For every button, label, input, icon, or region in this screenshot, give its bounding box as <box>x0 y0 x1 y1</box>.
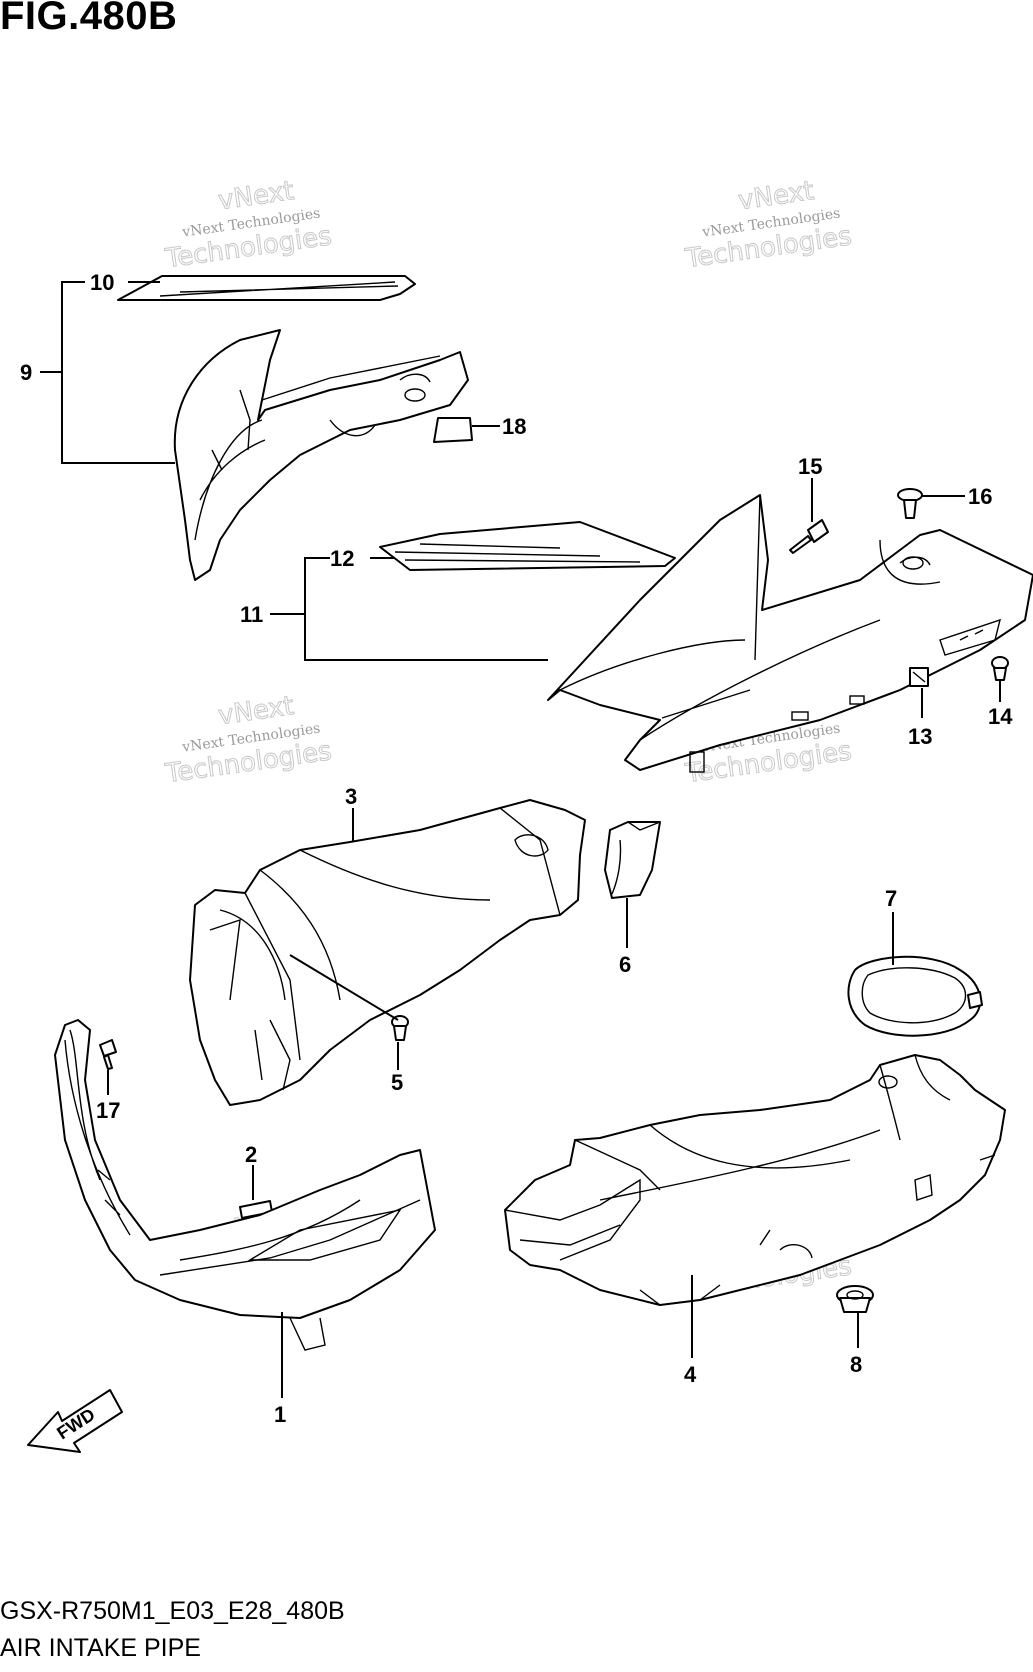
leader-5 <box>289 954 399 1070</box>
part-14-rivet[interactable] <box>991 656 1009 681</box>
part-15-screw[interactable] <box>789 519 829 554</box>
parts-diagram: vNext Technologies vNext Technologies vN… <box>20 176 1033 1453</box>
part-18-label[interactable] <box>433 417 473 443</box>
part-10-decal[interactable] <box>117 275 416 301</box>
callout-11: 11 <box>240 602 263 627</box>
callout-10: 10 <box>90 270 114 295</box>
watermark: vNext Technologies vNext Technologies <box>162 176 334 275</box>
watermark: vNext Technologies vNext Technologies <box>682 176 854 275</box>
part-5-rivet[interactable] <box>391 1015 409 1041</box>
figure-code: GSX-R750M1_E03_E28_480B <box>0 1597 345 1625</box>
callout-15: 15 <box>798 454 822 479</box>
callout-14: 14 <box>988 704 1013 729</box>
leader-lines <box>40 281 1001 1398</box>
watermark: vNext Technologies vNext Technologies <box>162 691 334 790</box>
leader-11-bracket <box>304 557 548 661</box>
part-9-upper-cowl-assembly[interactable] <box>173 329 469 581</box>
fwd-arrow-icon: FWD <box>27 1389 123 1453</box>
part-16-rivet[interactable] <box>897 488 923 519</box>
part-4-lower-duct[interactable] <box>504 1054 1006 1306</box>
callout-7: 7 <box>885 886 897 911</box>
callout-9: 9 <box>20 360 32 385</box>
figure-title: FIG.480B <box>0 0 178 38</box>
part-6-seal[interactable] <box>604 821 661 899</box>
callout-12: 12 <box>330 546 354 571</box>
part-12-decal[interactable] <box>379 521 676 571</box>
leader-9-bracket <box>61 281 175 464</box>
callout-18: 18 <box>502 414 526 439</box>
figure-name: AIR INTAKE PIPE <box>0 1634 201 1662</box>
part-17-screw[interactable] <box>99 1039 117 1070</box>
callout-16: 16 <box>968 484 992 509</box>
callout-2: 2 <box>245 1142 257 1167</box>
part-11-side-cowl[interactable] <box>547 494 1033 773</box>
part-3-intake-duct[interactable] <box>189 799 586 1106</box>
callout-8: 8 <box>850 1352 862 1377</box>
callout-1: 1 <box>274 1402 286 1427</box>
callout-4: 4 <box>684 1362 697 1387</box>
part-13-clip[interactable] <box>909 667 929 687</box>
part-8-grommet[interactable] <box>836 1285 874 1313</box>
callout-17: 17 <box>96 1098 120 1123</box>
callout-13: 13 <box>908 724 932 749</box>
part-7-seal-ring[interactable] <box>847 955 983 1037</box>
part-1-lower-frame[interactable] <box>54 1019 436 1351</box>
callout-labels: 1 2 3 4 5 6 7 8 9 10 11 12 13 14 15 16 1… <box>20 270 1013 1427</box>
callout-5: 5 <box>391 1070 403 1095</box>
callout-6: 6 <box>619 952 631 977</box>
callout-3: 3 <box>345 784 357 809</box>
